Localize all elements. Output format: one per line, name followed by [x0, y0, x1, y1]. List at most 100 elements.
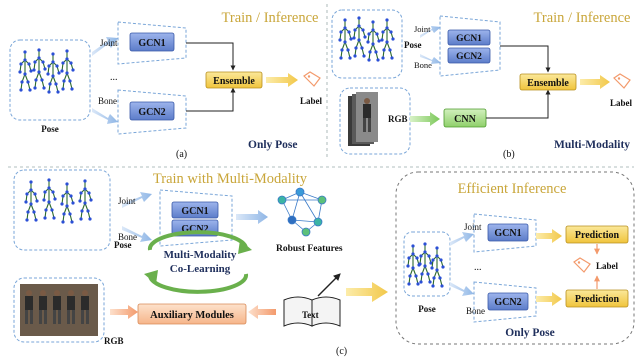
gcn1-to-ensemble: [186, 42, 236, 71]
ensemble-box: [205, 71, 263, 89]
inference-frame: [395, 171, 635, 345]
joint-arrow: [450, 232, 474, 246]
gcn-to-features-arrow: [236, 210, 268, 224]
aux-label: Auxiliary Modules: [150, 310, 234, 321]
rgb-frames: [20, 284, 98, 336]
rgb-box: [13, 277, 105, 343]
pose-skeletons: [405, 241, 446, 289]
ensemble-box: [519, 73, 577, 91]
joint-arrow: [122, 192, 152, 208]
panel-d-title: Efficient Inference: [458, 181, 567, 197]
rgb-to-cnn-arrow: [410, 112, 440, 126]
joint-arrow: [92, 37, 118, 56]
label-text: Label: [610, 98, 633, 108]
pose-box: [403, 231, 451, 297]
panel-b: Train / Inference Pose Joint Bone GCN1 G…: [331, 9, 633, 160]
panel-c-title: Train with Multi-Modality: [153, 171, 308, 187]
prediction-2-label: Prediction: [575, 294, 620, 305]
rgb-label: RGB: [104, 336, 124, 346]
rgb-label: RGB: [388, 114, 408, 124]
caption-c: (c): [336, 346, 347, 357]
ellipsis: ...: [110, 72, 118, 83]
label-text: Label: [300, 96, 323, 106]
gcn1-label: GCN1: [181, 206, 208, 217]
gcn2-label: GCN2: [456, 52, 482, 62]
pose-skeletons: [337, 15, 396, 63]
gcn2-box: [447, 47, 491, 64]
joint-arrow: [420, 26, 441, 38]
train-to-inference-arrow: [346, 282, 388, 302]
cnn-to-ensemble: [486, 89, 551, 119]
bone-arrow: [420, 54, 441, 64]
mode-label: Multi-Modality: [554, 139, 630, 151]
colearning-line2: Co-Learning: [170, 263, 231, 275]
ensemble-to-label-arrow: [266, 73, 298, 87]
pose-skeletons: [23, 177, 94, 225]
mode-label: Only Pose: [248, 139, 298, 151]
text-label: Text: [302, 310, 319, 320]
gcn1-to-prediction-arrow: [536, 229, 562, 243]
bone-label: Bone: [118, 232, 137, 242]
gcn1-box: [447, 29, 491, 46]
caption-a: (a): [176, 149, 187, 160]
gcn1-trapezoid: [117, 21, 187, 65]
prediction-1-box: [565, 225, 629, 244]
gcn2-to-prediction-arrow: [536, 292, 562, 306]
joint-label: Joint: [100, 38, 118, 48]
bone-label: Bone: [98, 96, 117, 106]
gcn1-label: GCN1: [494, 228, 521, 239]
gcn1-label: GCN1: [456, 34, 482, 44]
gcn-trapezoid: [439, 15, 501, 77]
label-tag-icon: [573, 257, 591, 273]
pose-label: Pose: [404, 40, 422, 50]
label-text: Label: [596, 261, 619, 271]
pose-box: [13, 169, 111, 251]
rgb-frames: [348, 92, 378, 146]
prediction-2-box: [565, 289, 629, 308]
caption-b: (b): [503, 149, 515, 160]
bone-arrow: [92, 108, 118, 124]
bone-arrow: [450, 282, 474, 296]
panel-b-title: Train / Inference: [534, 10, 631, 26]
prediction-1-label: Prediction: [575, 230, 620, 241]
gcn1-trapezoid: [473, 213, 537, 253]
gcn2-label: GCN2: [181, 224, 208, 235]
bone-arrow: [122, 226, 152, 242]
pose-skeletons: [17, 47, 76, 95]
mode-label: Only Pose: [505, 327, 555, 339]
gcn1-box: [171, 201, 219, 219]
panel-a: Train / Inference Pose Joint Bone ... GC…: [9, 10, 323, 160]
rgb-to-aux-arrow: [110, 305, 138, 319]
panel-c: Train with Multi-Modality Pose Joint Bon…: [13, 169, 347, 357]
cycle-arrow-bottom: [148, 273, 249, 294]
panel-efficient-inference: Efficient Inference Pose Joint Bone ... …: [395, 171, 635, 345]
colearning-line1: Multi-Modality: [164, 249, 237, 261]
ensemble-to-label-arrow: [580, 75, 610, 89]
gcn1-box: [487, 223, 529, 242]
joint-label: Joint: [464, 222, 482, 232]
pose-box: [9, 39, 91, 121]
label-tag-icon: [613, 73, 631, 89]
bone-label: Bone: [414, 60, 432, 70]
gcn2-trapezoid: [117, 89, 187, 135]
network-icon: [277, 187, 327, 237]
gcn2-label: GCN2: [138, 107, 165, 118]
robust-features-label: Robust Features: [276, 244, 343, 254]
gcn2-box: [487, 292, 529, 311]
pose-label: Pose: [41, 124, 59, 134]
book-icon: [283, 273, 341, 327]
gcn2-trapezoid: [473, 281, 537, 323]
label-tag-icon: [303, 71, 321, 87]
gcn2-box: [129, 101, 175, 121]
pose-box: [331, 9, 403, 79]
aux-box: [137, 303, 247, 325]
ellipsis: ...: [474, 262, 482, 273]
separators: [8, 4, 634, 168]
pose-label: Pose: [418, 304, 436, 314]
gcn-to-ensemble: [500, 45, 551, 73]
pose-label: Pose: [114, 240, 132, 250]
panel-a-title: Train / Inference: [222, 10, 319, 26]
gcn1-box: [129, 32, 175, 52]
rgb-box: [339, 87, 411, 155]
